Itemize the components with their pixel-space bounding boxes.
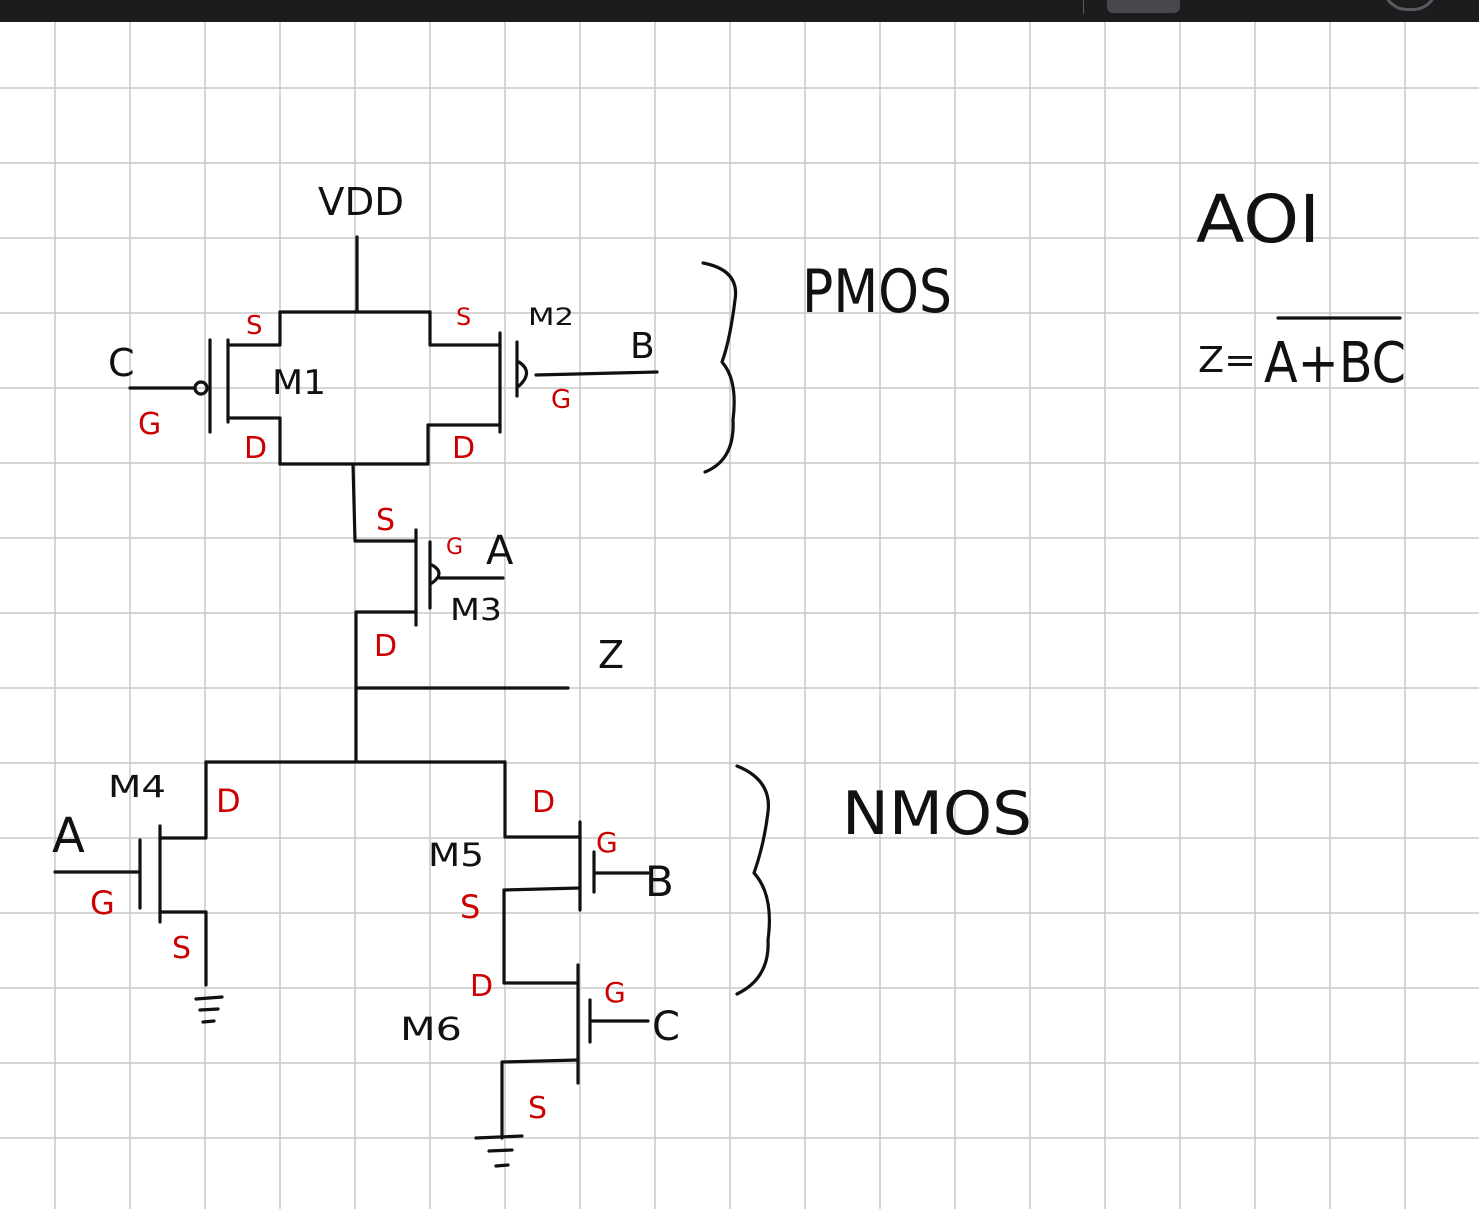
m1-gate-input: C [108, 341, 135, 385]
m1-drain-label: D [244, 431, 267, 466]
m6-gate-input: C [652, 1004, 680, 1050]
m6-ground [474, 1134, 524, 1168]
m2-bubble [517, 360, 529, 388]
m3-gate-input: A [486, 528, 514, 574]
m5-source-wire [502, 886, 582, 985]
m4-drain-label: D [216, 782, 241, 820]
drawing-canvas[interactable]: VDD AOI Z= A+BC PMOS NMOS Z M1 M2 M3 M4 … [0, 22, 1479, 1209]
m4-source-wire [158, 910, 208, 987]
m6-source-wire [500, 1058, 580, 1140]
pmos-brace [701, 261, 738, 474]
output-label: Z [598, 633, 624, 677]
m4-drain-wire [158, 760, 208, 840]
pmos-network-label: PMOS [802, 257, 952, 327]
m1-source-label: S [246, 311, 263, 341]
m3-source-label: S [376, 503, 395, 538]
m2-gate-input: B [630, 326, 655, 367]
m6-gate-label: G [604, 976, 626, 1009]
m6-source-label: S [528, 1091, 547, 1126]
m2-source-label: S [456, 303, 471, 331]
m2-drain-label: D [452, 431, 475, 466]
vdd-label: VDD [318, 180, 404, 224]
m5-gate-input: B [645, 857, 674, 906]
circuit-schematic [53, 235, 659, 1168]
m5-source-label: S [460, 888, 480, 926]
m2-source-wire [428, 310, 502, 347]
m1-source-wire [226, 310, 282, 347]
nmos-network-label: NMOS [842, 779, 1032, 849]
toolbar-divider [1083, 0, 1084, 14]
m4-gate-input: A [52, 808, 85, 864]
m1-gate-label: G [138, 407, 161, 442]
m5-drain-label: D [532, 785, 555, 820]
m5-gate-label: G [596, 826, 618, 859]
m2-name: M2 [528, 303, 574, 331]
m3-source-wire [351, 462, 418, 543]
m5-name: M5 [428, 836, 484, 874]
m5-drain-wire [503, 760, 582, 839]
m3-drain-label: D [374, 629, 397, 664]
grid-paper [0, 22, 1479, 1209]
m3-gate-label: G [446, 535, 463, 560]
m2-gate-wire [534, 370, 659, 377]
equation-rhs: A+BC [1264, 331, 1406, 396]
m4-name: M4 [108, 770, 166, 805]
m3-bubble [430, 563, 441, 585]
m6-drain-label: D [470, 969, 493, 1004]
equation-lhs: Z= [1198, 340, 1256, 381]
m2-gate-label: G [551, 385, 571, 415]
m4-source-label: S [172, 931, 191, 966]
m2-drain-wire [426, 423, 502, 466]
m1-drain-wire [226, 416, 282, 466]
nmos-brace [735, 764, 771, 996]
m4-ground [194, 995, 224, 1024]
toolbar-circle-button[interactable] [1382, 0, 1438, 11]
toolbar-tab-button[interactable] [1107, 0, 1180, 13]
m4-gate-label: G [90, 884, 115, 922]
m1-name: M1 [272, 363, 326, 403]
title-label: AOI [1196, 181, 1320, 258]
m3-name: M3 [450, 593, 502, 628]
m6-name: M6 [400, 1010, 462, 1048]
app-toolbar [0, 0, 1479, 22]
m3-drain-wire [354, 610, 418, 762]
